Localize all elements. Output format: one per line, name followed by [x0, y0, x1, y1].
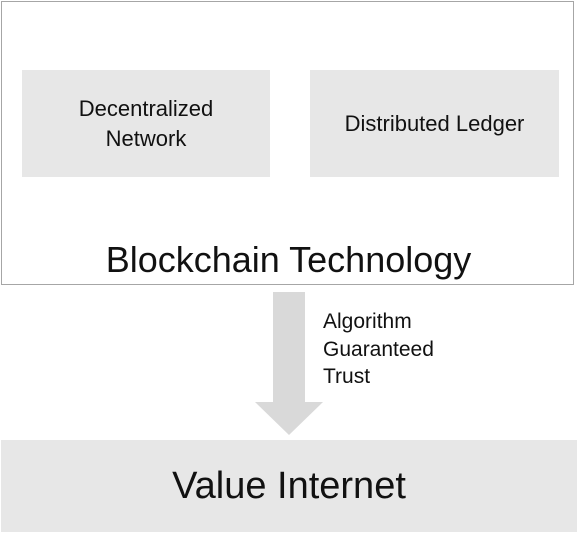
down-arrow-icon	[255, 292, 323, 435]
decentralized-network-label-line2: Network	[105, 125, 187, 151]
value-internet-box: Value Internet	[1, 440, 577, 532]
arrow-label-line-trust: Trust	[323, 365, 371, 388]
distributed-ledger-label: Distributed Ledger	[344, 110, 525, 136]
arrow-label: Algorithm Guaranteed Trust	[323, 308, 434, 391]
blockchain-technology-container: Decentralized Network Distributed Ledger…	[1, 1, 574, 285]
decentralized-network-box: Decentralized Network	[22, 70, 270, 177]
blockchain-technology-title: Blockchain Technology	[105, 239, 472, 280]
distributed-ledger-box: Distributed Ledger	[310, 70, 559, 177]
decentralized-network-label-line1: Decentralized	[78, 95, 214, 121]
arrow-label-line-guaranteed: Guaranteed	[323, 337, 434, 361]
decentralized-network-label: Decentralized Network	[79, 94, 214, 154]
arrow-label-line-algorithm: Algorithm	[323, 310, 412, 333]
down-arrow-shape	[255, 292, 323, 435]
value-internet-title: Value Internet	[172, 464, 406, 507]
